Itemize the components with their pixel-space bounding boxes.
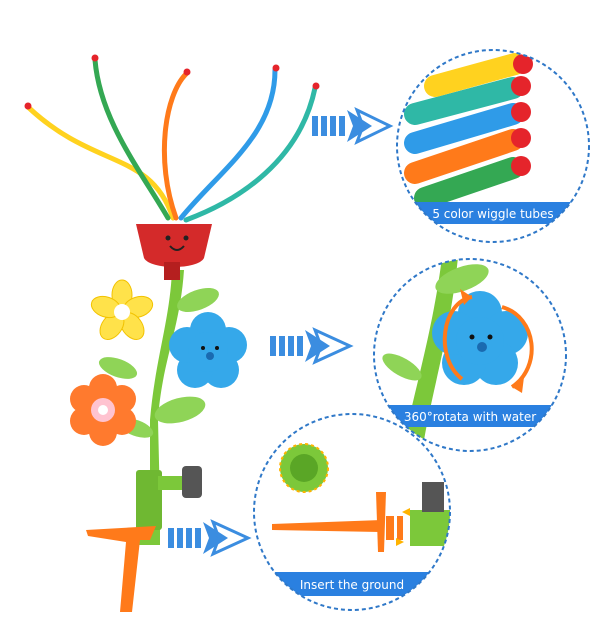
double-arrow-icon xyxy=(312,107,394,145)
ground-spike xyxy=(86,526,156,612)
leaf xyxy=(177,287,219,313)
tube-tips xyxy=(24,54,320,110)
double-arrow-icon xyxy=(168,519,252,557)
leaf xyxy=(154,396,206,424)
callout-ground: Insert the ground xyxy=(252,412,452,612)
leaf xyxy=(98,357,138,379)
sprinkler-head xyxy=(136,224,212,280)
caption-tubes: 5 color wiggle tubes xyxy=(432,207,554,221)
caption-rotation: 360°rotata with water xyxy=(403,410,537,424)
callout-tubes: 5 color wiggle tubes xyxy=(395,48,591,244)
ground-closeup xyxy=(253,413,451,611)
insert-arrows-icon xyxy=(396,508,410,546)
tubes-closeup xyxy=(396,49,590,243)
hose-connector xyxy=(158,476,184,490)
double-arrow-icon xyxy=(270,327,354,365)
stem-base xyxy=(136,470,162,530)
tubes-group xyxy=(25,57,318,223)
hose-knob xyxy=(182,466,202,498)
blue-flower xyxy=(169,312,247,388)
yellow-flower xyxy=(90,279,154,340)
orange-flower xyxy=(70,374,136,446)
callout-rotation: 360°rotata with water xyxy=(372,257,568,453)
rotation-closeup xyxy=(373,258,567,452)
caption-ground: Insert the ground xyxy=(299,578,405,592)
green-cap-icon xyxy=(279,443,329,493)
